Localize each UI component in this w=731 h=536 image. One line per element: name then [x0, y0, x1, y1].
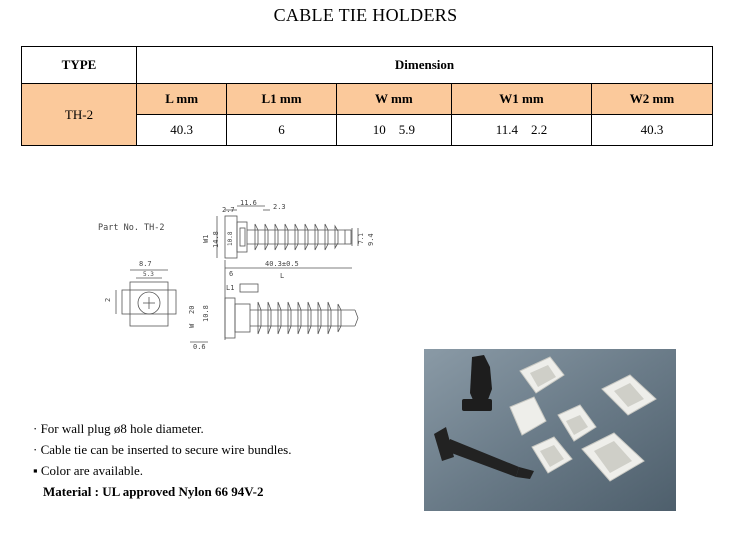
value-w2: 40.3 — [590, 114, 714, 146]
note-item: · Cable tie can be inserted to secure wi… — [33, 442, 292, 457]
spec-table: TYPE Dimension TH-2 L mm L1 mm W mm W1 m… — [21, 46, 714, 146]
dim-0-6: 0.6 — [193, 343, 206, 351]
dim-6: 6 — [229, 270, 233, 278]
product-photo — [424, 349, 676, 511]
value-w1: 11.4 2.2 — [450, 114, 592, 146]
dim-l: L — [280, 272, 284, 280]
technical-drawing: Part No. TH-2 2.7 11.6 2.3 W1 14.8 10.8 … — [98, 199, 375, 351]
dim-2-3: 2.3 — [273, 203, 286, 211]
material-spec: Material : UL approved Nylon 66 94V-2 — [43, 484, 264, 499]
dim-9-4: 9.4 — [367, 233, 375, 246]
type-header: TYPE — [21, 46, 137, 84]
dim-8-7: 8.7 — [139, 260, 152, 268]
dim-10-8-bottom: 10.8 — [202, 305, 210, 322]
value-l: 40.3 — [135, 114, 228, 146]
note-item: ▪ Color are available. — [33, 463, 144, 478]
dim-2: 2 — [104, 298, 112, 302]
dim-w1: W1 — [202, 235, 210, 243]
dim-10-8-top: 10.8 — [227, 231, 234, 246]
col-header-l1: L1 mm — [226, 83, 337, 115]
col-header-w2: W2 mm — [590, 83, 714, 115]
col-header-w1: W1 mm — [450, 83, 592, 115]
notes-list: · For wall plug ø8 hole diameter. · Cabl… — [33, 418, 291, 502]
dim-5-3: 5.3 — [143, 271, 154, 278]
part-number-label: Part No. TH-2 — [98, 223, 165, 233]
page-title: CABLE TIE HOLDERS — [273, 5, 458, 25]
dim-w: W — [188, 323, 196, 328]
dim-l1: L1 — [226, 284, 234, 292]
value-w: 10 5.9 — [335, 114, 452, 146]
col-header-w: W mm — [335, 83, 452, 115]
value-l1: 6 — [226, 114, 337, 146]
note-item: · For wall plug ø8 hole diameter. — [33, 421, 204, 436]
dimension-header: Dimension — [136, 46, 713, 84]
dim-11-6: 11.6 — [240, 199, 257, 207]
dim-14-8: 14.8 — [212, 231, 220, 248]
dim-20: 20 — [188, 306, 196, 314]
dim-40-3: 40.3±0.5 — [265, 260, 299, 268]
col-header-l: L mm — [135, 83, 228, 115]
dim-7-1: 7.1 — [358, 233, 365, 244]
dim-2-7: 2.7 — [222, 206, 235, 214]
type-value: TH-2 — [21, 83, 137, 146]
